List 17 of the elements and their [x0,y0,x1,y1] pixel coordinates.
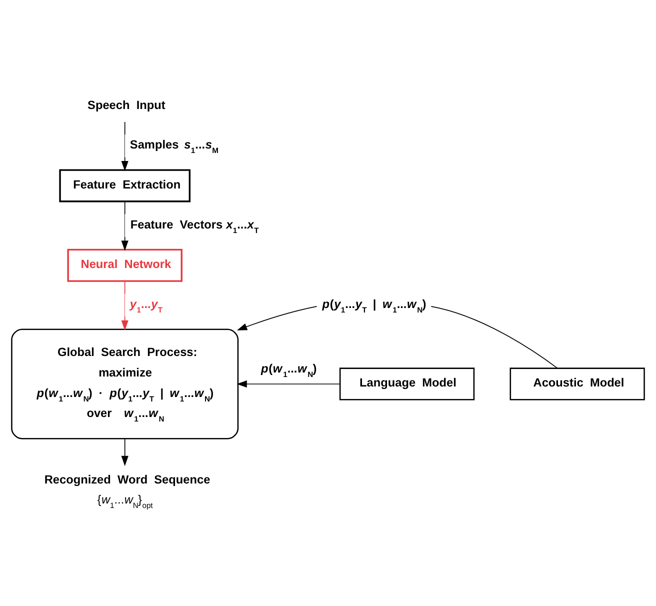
arrow [121,121,128,171]
node-box: Acoustic Model [510,367,645,400]
arrow [236,380,340,388]
edge-label: Samples s$_{1}$...s$_{M}$ [130,137,218,155]
arrow [121,200,128,250]
node-box: Neural Network [67,248,182,282]
edge-label: y$_{1}$...y$_{T}$ [130,296,163,314]
edge-label: p(y$_{1}$...y$_{T}$ | w$_{1}$...w$_{N}$) [322,296,426,314]
node-box: Feature Extraction [59,168,191,202]
arrow [121,438,128,466]
edge-label: p(w$_{1}$...w$_{N}$) [261,361,317,379]
edge-label: Feature Vectors x$_{1}$...x$_{T}$ [130,216,259,234]
node-text: Recognized Word Sequence {w$_{1}$...w$_{N}$}$_{opt}$ [44,472,210,510]
arrow [121,280,128,330]
node-box: Global Search Process: maximize p(w$_{1}$...w$_{N}$) · p(y$_{1}$...y$_{T}$ | w$_{1}$...w$_{N}$) over w$_{1}$...w$_{N}$ [11,328,239,439]
node-box: Language Model [339,367,475,400]
node-text: Speech Input [88,97,166,112]
